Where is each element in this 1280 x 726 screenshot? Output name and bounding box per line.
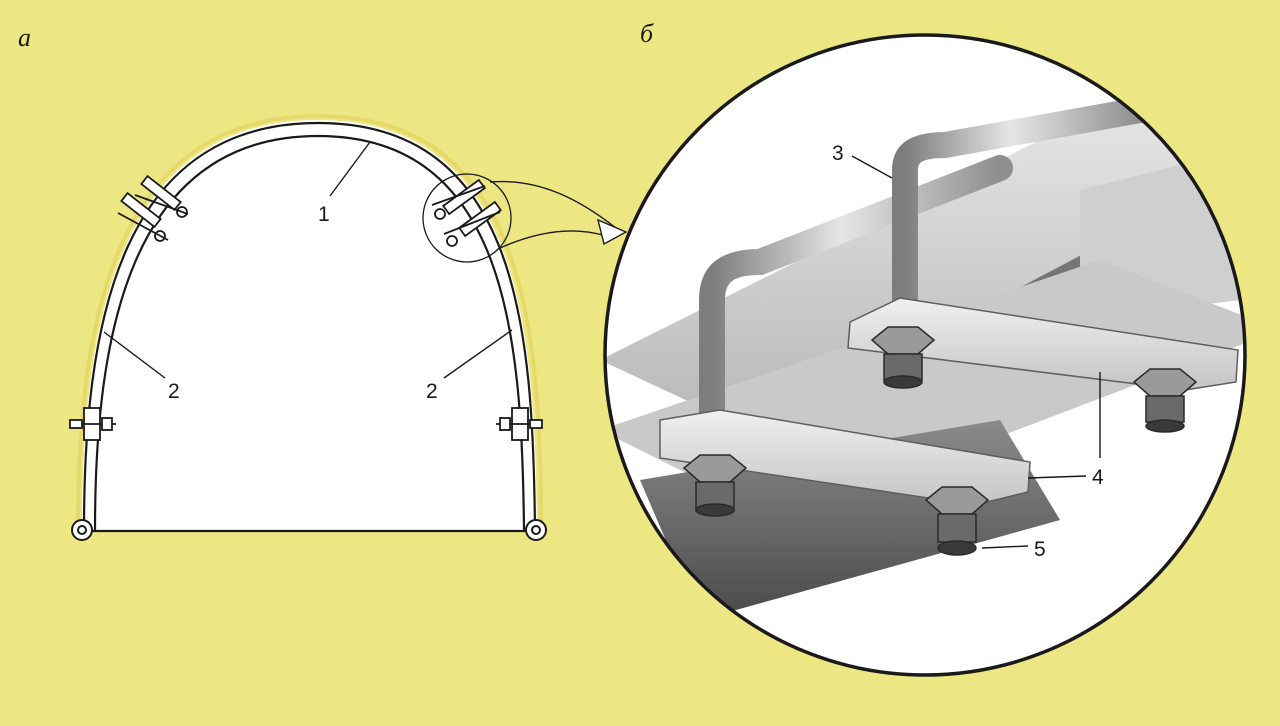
leader-2-left xyxy=(103,331,166,379)
leader-1 xyxy=(329,141,371,197)
lower-left-clamp xyxy=(69,407,116,441)
panel-label-b: б xyxy=(640,19,654,48)
left-foot xyxy=(71,519,93,541)
arch-outer-line xyxy=(82,121,537,531)
upper-left-clamp xyxy=(117,174,189,242)
upper-right-clamp xyxy=(431,178,502,247)
nut-front-right xyxy=(924,486,990,556)
callout-1: 1 xyxy=(318,203,330,226)
callout-4: 4 xyxy=(1092,466,1104,489)
clamp-plate-front xyxy=(659,409,1031,506)
u-bolt-back xyxy=(892,97,1153,313)
nut-back-right xyxy=(1132,368,1198,433)
right-foot xyxy=(525,519,547,541)
upper-beam-top xyxy=(605,90,1245,430)
detail-view xyxy=(603,33,1247,677)
callout-5: 5 xyxy=(1034,538,1046,561)
leader-3 xyxy=(851,155,893,179)
callout-2-left: 2 xyxy=(168,380,180,403)
leader-2-right xyxy=(443,329,513,379)
leader-4b xyxy=(1027,475,1087,479)
clamp-plate-back xyxy=(847,297,1239,391)
nut-front-left xyxy=(682,454,748,517)
callout-3: 3 xyxy=(832,142,844,165)
leader-5 xyxy=(981,545,1029,549)
callout-2-right: 2 xyxy=(426,380,438,403)
arch-inner-line xyxy=(93,134,526,531)
panel-label-a: а xyxy=(18,23,31,52)
detail-pointer-arrow xyxy=(489,180,628,249)
u-bolt-front xyxy=(699,155,1013,443)
arch-outer-flange xyxy=(76,113,543,531)
detail-marker-circle xyxy=(422,173,512,263)
detail-circle-outline xyxy=(603,33,1247,677)
arch-diagram xyxy=(69,113,547,541)
lower-right-clamp xyxy=(496,407,543,441)
nut-back-left xyxy=(870,326,936,389)
